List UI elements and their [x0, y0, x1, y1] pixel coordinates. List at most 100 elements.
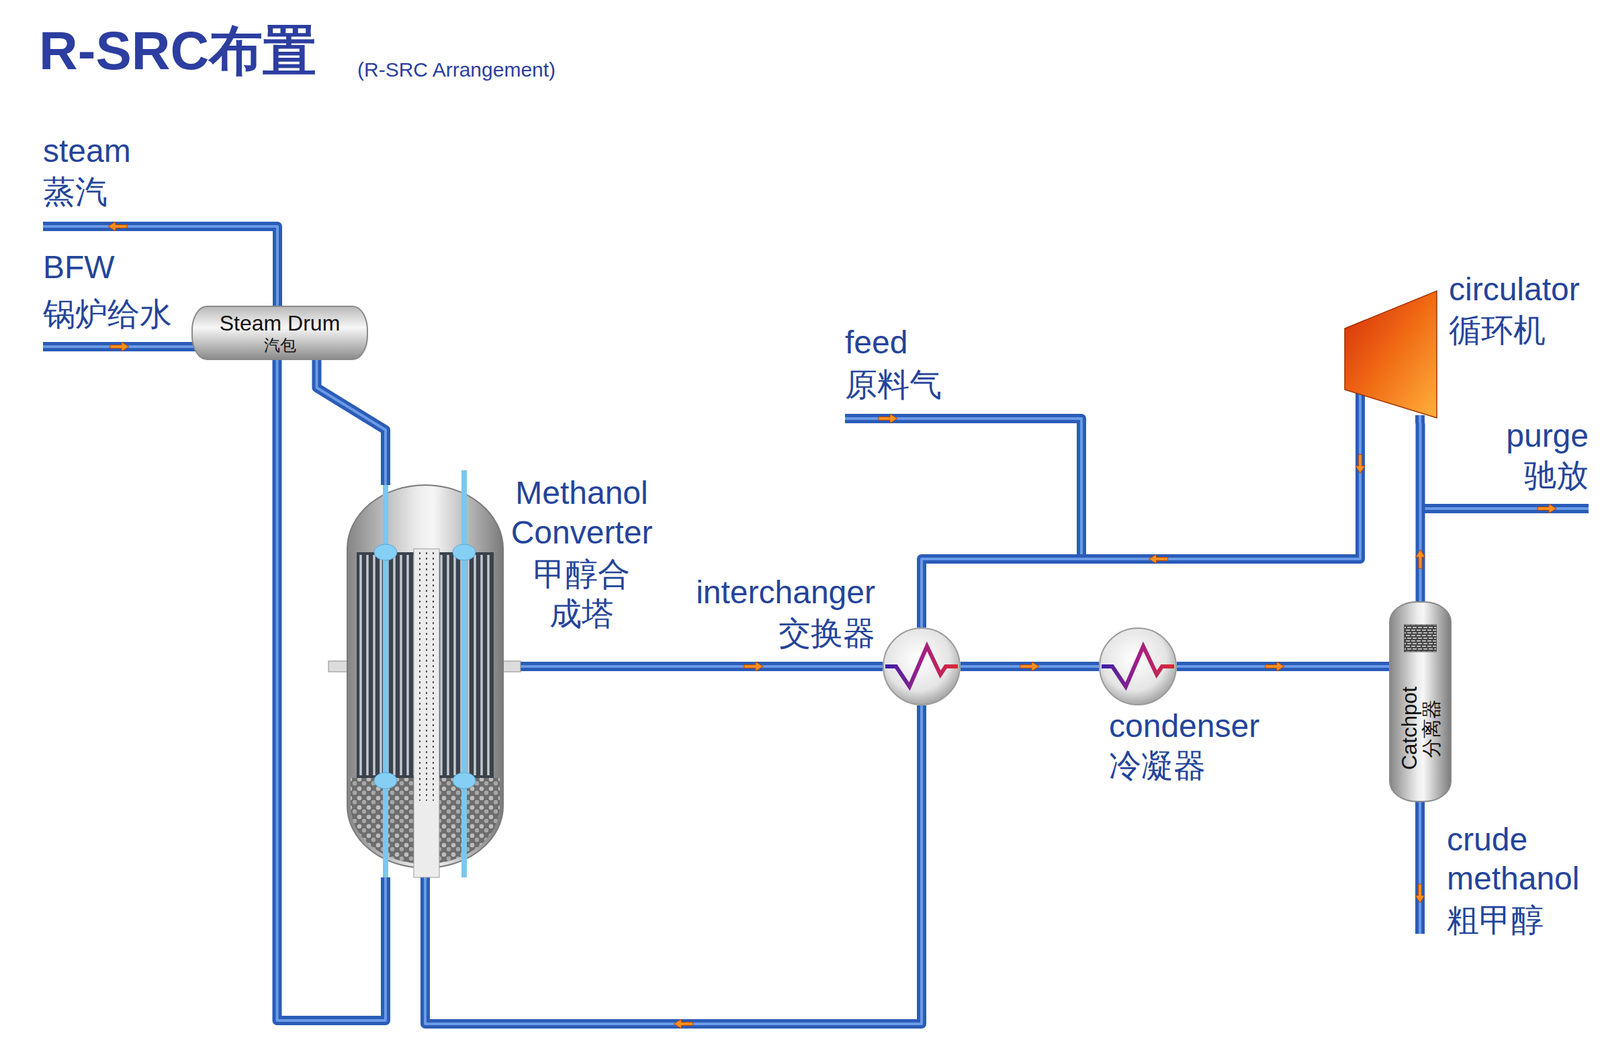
page-title: R-SRC布置 — [38, 18, 317, 84]
flow-arrow — [108, 221, 127, 232]
tube — [433, 554, 436, 776]
stream-label: steam — [42, 131, 131, 171]
flow-arrow — [1415, 883, 1425, 903]
heat-exchanger: interchanger交换器 — [882, 627, 961, 706]
exchanger-body — [1099, 628, 1177, 705]
node-label: Steam Drum — [219, 310, 341, 336]
node-label: 汽包 — [263, 335, 297, 355]
process-pipe — [277, 359, 387, 1021]
exchanger-zigzag — [885, 646, 958, 687]
circulator: circulator循环机 — [1344, 290, 1437, 424]
flow-arrow — [878, 413, 898, 424]
tube-stripes — [360, 554, 489, 776]
tube — [460, 554, 463, 776]
shape-outline — [1389, 601, 1451, 802]
pipe-highlight — [503, 664, 883, 668]
steam-pipe — [42, 221, 278, 316]
flow-arrow — [744, 661, 764, 672]
perforation — [432, 552, 434, 801]
tube — [399, 554, 403, 776]
node-label: 交换器 — [695, 613, 876, 655]
text-block: circulator循环机 — [1448, 269, 1580, 352]
text-block: condenser冷凝器 — [1108, 705, 1260, 786]
shape-outline — [347, 484, 504, 878]
flow-arrow — [1149, 554, 1169, 564]
cooling-tube — [382, 484, 389, 878]
tube — [426, 554, 430, 776]
process-pipe — [503, 661, 883, 672]
tube — [392, 554, 396, 776]
stream-label: (R-SRC Arrangement) — [357, 57, 556, 82]
node-label: 循环机 — [1448, 310, 1580, 352]
flow-arrow — [1265, 661, 1285, 672]
process-pipe — [1176, 661, 1390, 672]
catchpot-body — [1389, 601, 1451, 802]
flow-arrow — [1020, 661, 1040, 672]
shape-outline — [1098, 627, 1177, 706]
tube — [439, 554, 443, 776]
condenser: condenser冷凝器 — [1098, 627, 1177, 706]
tube — [473, 554, 477, 776]
shape-outline — [192, 306, 368, 360]
tube — [480, 554, 483, 776]
tube — [386, 554, 389, 776]
pipe-highlight — [1419, 423, 1422, 602]
catchpot: Catchpot分离器 — [1389, 601, 1451, 802]
stream-label: 锅炉给水 — [42, 294, 172, 334]
node-label: condenser — [1108, 705, 1260, 746]
stream-label: BFW — [42, 247, 115, 287]
bfw-pipe — [42, 341, 199, 352]
pipe-highlight — [277, 359, 387, 1021]
text-block: Methanol Converter甲醇合成塔 — [511, 473, 653, 634]
pipe — [1415, 423, 1426, 602]
shape-outline — [1344, 290, 1437, 424]
stream-label: feed — [845, 323, 908, 363]
perforation — [425, 552, 428, 801]
tube-bundle — [356, 552, 494, 778]
pipe-highlight — [42, 226, 278, 316]
node-label: Catchpot — [1398, 686, 1422, 770]
tube — [379, 554, 383, 776]
tube-header — [452, 544, 476, 561]
tube-header — [374, 772, 397, 789]
pipe — [42, 226, 278, 316]
stream-label: 蒸汽 — [42, 172, 108, 212]
pipe — [1415, 792, 1425, 934]
flow-arrow — [1355, 454, 1365, 474]
tube — [453, 554, 457, 776]
text-block: interchanger交换器 — [695, 572, 876, 655]
pipe — [277, 359, 387, 1021]
center-pipe — [413, 548, 440, 878]
stream-label: purge — [1505, 416, 1589, 456]
pipe-highlight — [921, 423, 1361, 628]
tube — [406, 554, 410, 776]
circulator-inlet-stub — [1419, 415, 1421, 424]
pipe — [845, 418, 1082, 559]
flow-arrow — [673, 1018, 693, 1029]
tube — [366, 554, 369, 776]
catalyst-bed — [350, 777, 500, 864]
pipe — [1415, 415, 1425, 424]
tube — [419, 554, 423, 776]
pipe-highlight — [845, 418, 1082, 559]
feed-pipe — [845, 413, 1082, 559]
pipe — [1419, 503, 1589, 514]
steam-drum: Steam Drum汽包 — [192, 306, 368, 360]
tube — [446, 554, 450, 776]
process-pipe — [921, 423, 1365, 628]
node-label: interchanger — [695, 572, 876, 614]
tube-header — [374, 544, 397, 561]
tube — [486, 554, 490, 776]
crude-methanol-pipe — [1415, 792, 1425, 934]
cooling-tube — [461, 470, 467, 878]
demister-pad — [1404, 624, 1437, 652]
tube — [372, 554, 376, 776]
perforation — [419, 552, 421, 801]
text-block: Catchpot分离器 — [1398, 686, 1443, 770]
process-pipe — [960, 661, 1099, 672]
pipe — [1176, 661, 1390, 672]
flow-arrow — [1537, 503, 1557, 514]
circulator-outlet-stub — [1360, 391, 1361, 424]
